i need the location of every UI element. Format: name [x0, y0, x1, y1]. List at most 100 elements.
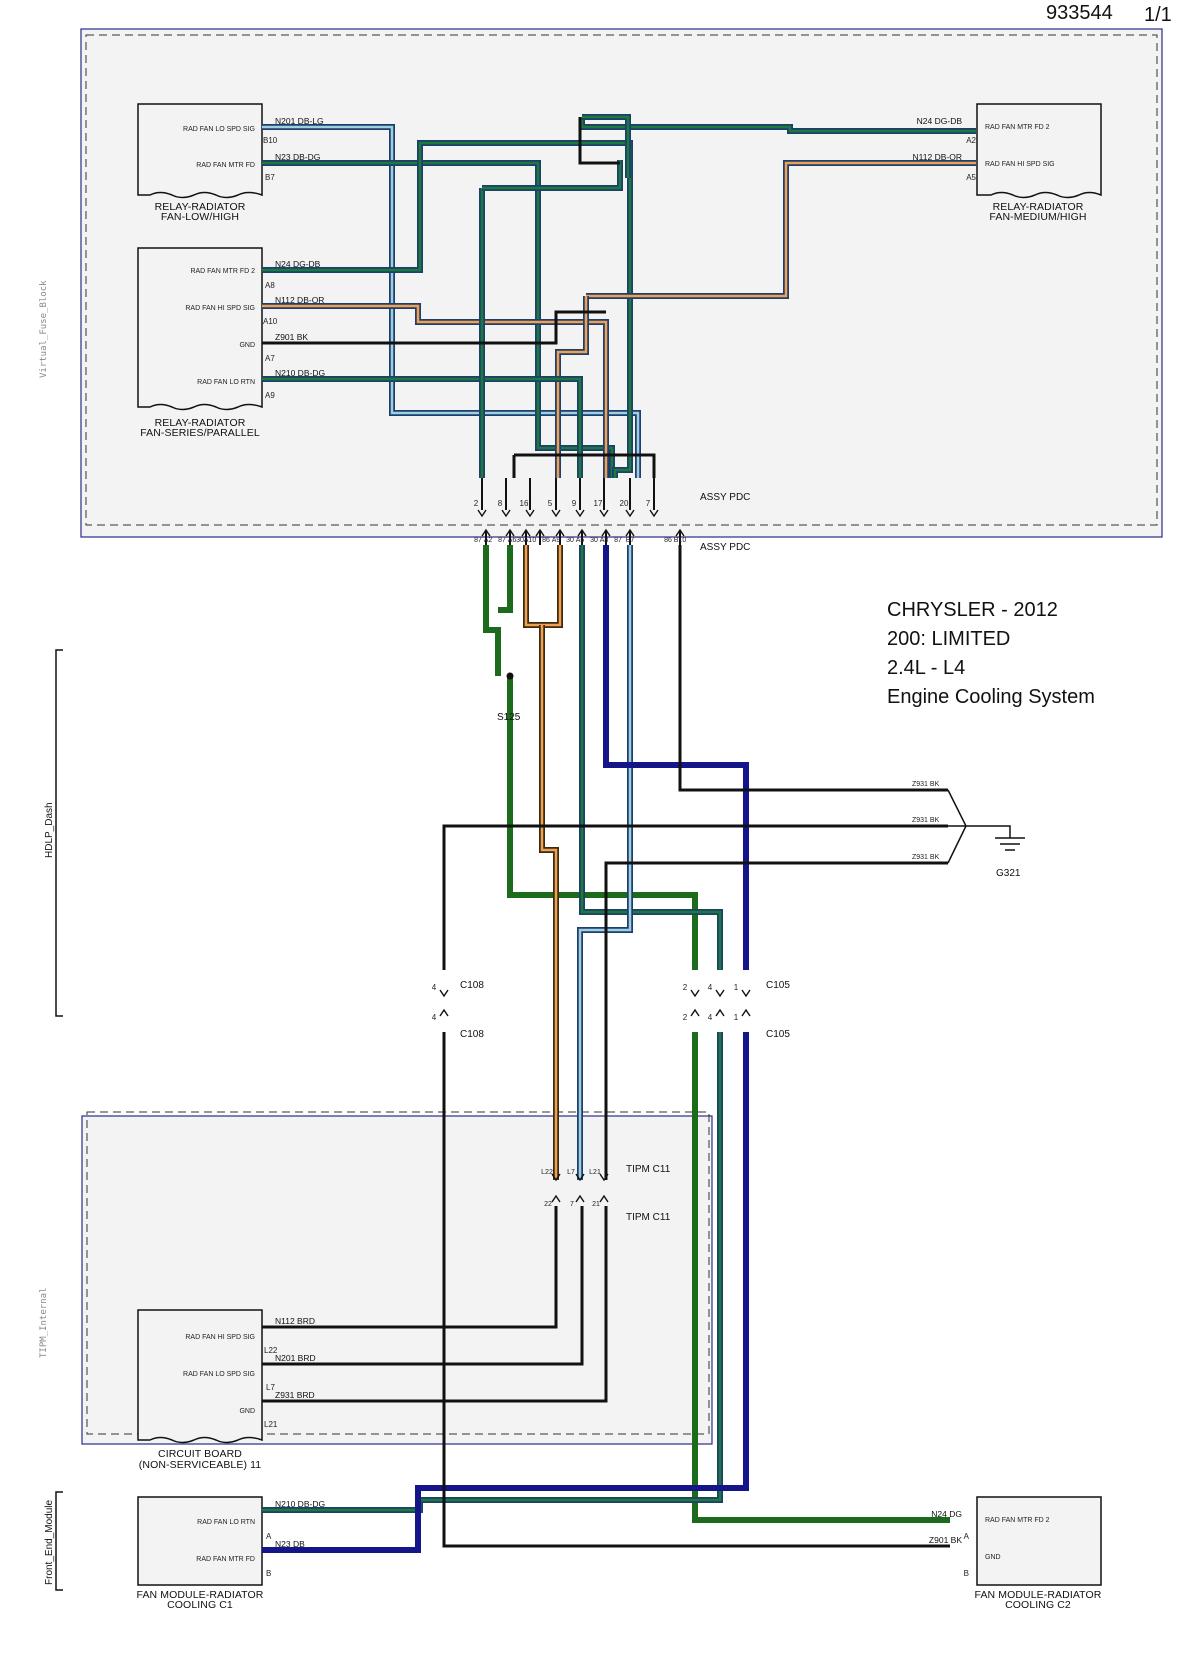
- connector-label: TIPM C11: [626, 1212, 671, 1223]
- pin-number: 8: [498, 499, 503, 508]
- pin-label: RAD FAN HI SPD SIG: [185, 305, 255, 312]
- wire-label: N112 BRD: [275, 1316, 315, 1326]
- pin-number: 9: [572, 499, 577, 508]
- wire-label: Z931 BRD: [275, 1390, 315, 1400]
- section-label-fuse-block: Virtual_Fuse_Block: [39, 280, 49, 378]
- pin-number: 5: [548, 499, 553, 508]
- wire-label: N23 DB-DG: [275, 152, 320, 162]
- pin-label: RAD FAN LO RTN: [197, 1519, 255, 1526]
- pin-number: A8: [600, 537, 609, 544]
- pin-terminal: [599, 509, 609, 518]
- pin-number: L7: [266, 1383, 275, 1392]
- pin-number: 86: [542, 537, 550, 544]
- vehicle-info-line: 2.4L - L4: [887, 657, 965, 679]
- pin-terminal: [690, 989, 700, 998]
- pin-label: RAD FAN MTR FD 2: [985, 1517, 1050, 1524]
- pin-number: 87: [498, 537, 506, 544]
- pin-number: A8: [265, 281, 275, 290]
- wire-label: N201 BRD: [275, 1353, 316, 1363]
- hdlp-dash-bracket: [55, 649, 63, 1017]
- pin-terminal: [575, 509, 585, 518]
- wire-label: N24 DG-DB: [917, 116, 963, 126]
- pin-number: 4: [432, 983, 437, 992]
- vehicle-info-line: CHRYSLER - 2012: [887, 599, 1058, 621]
- wire-orange-tipm: [523, 545, 563, 1180]
- component-caption: RELAY-RADIATOR: [155, 201, 246, 213]
- pin-label: RAD FAN MTR FD: [196, 162, 255, 169]
- pin-number: A2: [484, 537, 493, 544]
- pin-label: RAD FAN LO SPD SIG: [183, 1371, 255, 1378]
- fan-module-c2-box: [976, 1496, 1102, 1586]
- wire-label: N23 DB: [275, 1539, 305, 1549]
- pin-terminal: [625, 509, 635, 518]
- pin-terminal: [551, 1173, 561, 1182]
- pin-terminal: [690, 1008, 700, 1017]
- component-caption: CIRCUIT BOARD: [158, 1448, 242, 1460]
- section-label-hdlp-dash: HDLP_Dash: [44, 802, 55, 858]
- wire-label: N24 DG-DB: [275, 259, 321, 269]
- wire-n201-brd: [262, 1206, 584, 1366]
- wire-green-s125: [483, 545, 950, 1523]
- connector-label: C105: [766, 980, 790, 991]
- wire-n23-db-fan: [262, 1032, 749, 1553]
- pin-number: 20: [620, 499, 629, 508]
- fan-module-c1-box: [137, 1496, 263, 1586]
- wire-z931-bk-c108: [442, 824, 948, 970]
- wires: [262, 114, 976, 1553]
- pin-number: 7: [646, 499, 651, 508]
- pin-number: 4: [708, 1013, 713, 1022]
- pin-label: RAD FAN LO RTN: [197, 379, 255, 386]
- pin-number: A: [266, 1532, 272, 1541]
- pin-terminal: [741, 1008, 751, 1017]
- wire-label: Z901 BK: [275, 332, 308, 342]
- pin-number: A9: [552, 537, 561, 544]
- wire-label: N210 DB-DG: [275, 368, 325, 378]
- pin-label: GND: [239, 342, 255, 349]
- pin-number: 1: [734, 1013, 739, 1022]
- pin-number: L22: [264, 1346, 278, 1355]
- pin-number: 2: [683, 1013, 688, 1022]
- pin-number: A10: [524, 537, 537, 544]
- pin-number: 86: [664, 537, 672, 544]
- wire-gnd-fan: [442, 1032, 950, 1548]
- pin-number: 87: [614, 537, 622, 544]
- pin-terminal: [439, 989, 449, 998]
- pin-number: 4: [708, 983, 713, 992]
- pin-number: A5: [966, 173, 976, 182]
- pin-number: 21: [592, 1201, 600, 1208]
- pin-label: GND: [985, 1554, 1001, 1561]
- pdc-label: ASSY PDC: [700, 542, 750, 553]
- splice-dot: [506, 672, 514, 680]
- vehicle-info-line: Engine Cooling System: [887, 686, 1095, 708]
- pin-label: RAD FAN MTR FD 2: [985, 124, 1050, 131]
- component-caption: COOLING C2: [1005, 1599, 1071, 1611]
- pin-number: 30: [590, 537, 598, 544]
- doc-number: 933544: [1046, 2, 1113, 24]
- wire-n210-db-dg: [262, 160, 623, 478]
- pin-number: 17: [594, 499, 603, 508]
- pin-label: RAD FAN MTR FD: [196, 1556, 255, 1563]
- wire-label: N201 DB-LG: [275, 116, 324, 126]
- connector-label: TIPM C11: [626, 1164, 671, 1175]
- pin-number: 16: [520, 499, 529, 508]
- wire-n112-db-or: [262, 160, 976, 478]
- component-caption: FAN MODULE-RADIATOR: [975, 1589, 1102, 1601]
- wire-z931-bk-pdc: [678, 545, 948, 792]
- wire-z901-bk-pdc: [514, 453, 656, 478]
- pin-terminal: [599, 1194, 609, 1203]
- pin-label: RAD FAN LO SPD SIG: [183, 126, 255, 133]
- front-end-bracket: [55, 1491, 63, 1591]
- pdc-label: ASSY PDC: [700, 492, 750, 503]
- pin-terminal: [575, 1173, 585, 1182]
- pin-terminal: [477, 509, 487, 518]
- ground-label: G321: [996, 868, 1021, 879]
- wire-n24-dg-db: [262, 114, 976, 478]
- component-caption: RELAY-RADIATOR: [155, 417, 246, 429]
- pin-terminal: [715, 989, 725, 998]
- component-caption: FAN-SERIES/PARALLEL: [140, 427, 260, 439]
- component-caption: (NON-SERVICEABLE) 11: [139, 1459, 261, 1471]
- pin-label: RAD FAN HI SPD SIG: [985, 161, 1055, 168]
- wire-n201-db-lg: [262, 124, 641, 478]
